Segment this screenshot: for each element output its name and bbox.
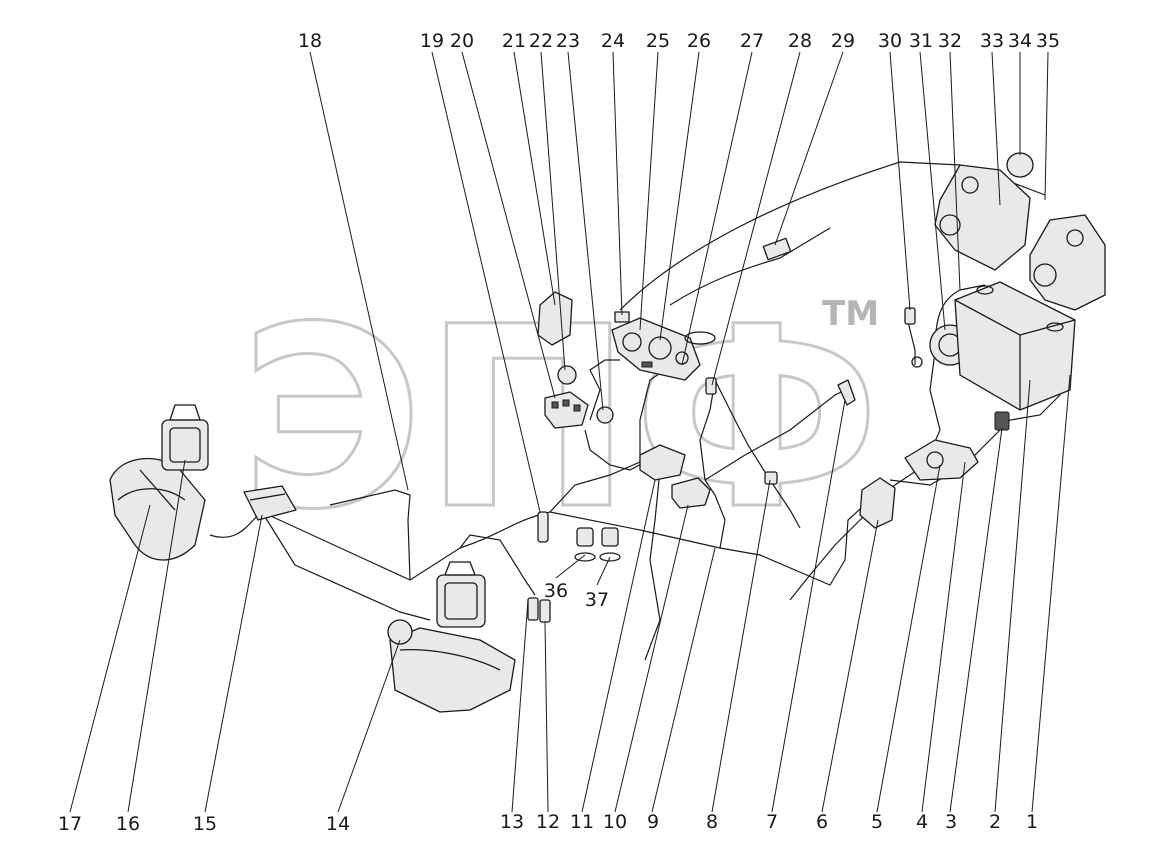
callout-24: 24 xyxy=(601,30,625,52)
instrument-panel xyxy=(611,311,701,381)
callout-19: 19 xyxy=(420,30,444,52)
switch-21 xyxy=(537,291,577,385)
callout-35: 35 xyxy=(1036,30,1060,52)
callout-22: 22 xyxy=(529,30,553,52)
connector-29 xyxy=(762,237,792,261)
callout-25: 25 xyxy=(646,30,670,52)
callout-21: 21 xyxy=(502,30,526,52)
callout-9: 9 xyxy=(647,811,659,833)
callout-18: 18 xyxy=(298,30,322,52)
callout-16: 16 xyxy=(116,813,140,835)
callout-29: 29 xyxy=(831,30,855,52)
callout-34: 34 xyxy=(1008,30,1032,52)
callout-13: 13 xyxy=(500,811,524,833)
mirror-34 xyxy=(1006,152,1034,178)
callout-6: 6 xyxy=(816,811,828,833)
sensor-8 xyxy=(764,471,778,485)
callout-labels: 1 2 3 4 5 6 7 8 9 10 11 12 13 14 15 16 1… xyxy=(58,30,1060,835)
cap-36 xyxy=(574,527,596,562)
callout-8: 8 xyxy=(706,811,718,833)
callout-3: 3 xyxy=(945,811,957,833)
sensor-19 xyxy=(537,511,549,543)
horn-6 xyxy=(859,477,896,529)
steering-column xyxy=(684,331,717,395)
callout-17: 17 xyxy=(58,813,82,835)
callout-26: 26 xyxy=(687,30,711,52)
headlamp-front-right xyxy=(387,619,516,713)
relay-3 xyxy=(994,411,1010,431)
callout-32: 32 xyxy=(938,30,962,52)
callout-27: 27 xyxy=(740,30,764,52)
callout-14: 14 xyxy=(326,813,350,835)
callout-20: 20 xyxy=(450,30,474,52)
callout-2: 2 xyxy=(989,811,1001,833)
relay-box-11 xyxy=(639,444,686,481)
callout-33: 33 xyxy=(980,30,1004,52)
callout-12: 12 xyxy=(536,811,560,833)
knob-23 xyxy=(596,406,614,424)
callout-36: 36 xyxy=(544,580,568,602)
callout-23: 23 xyxy=(556,30,580,52)
leader-lines xyxy=(69,51,1071,813)
callout-4: 4 xyxy=(916,811,928,833)
callout-37: 37 xyxy=(585,589,609,611)
watermark-trademark: TM xyxy=(822,294,879,334)
headlamp-rear-left xyxy=(934,164,1031,271)
plug-30 xyxy=(904,307,923,368)
switch-block-20 xyxy=(544,391,589,429)
cap-37 xyxy=(599,527,621,562)
callout-10: 10 xyxy=(603,811,627,833)
callout-30: 30 xyxy=(878,30,902,52)
callout-11: 11 xyxy=(570,811,594,833)
callout-1: 1 xyxy=(1026,811,1038,833)
callout-7: 7 xyxy=(766,811,778,833)
callout-15: 15 xyxy=(193,813,217,835)
components xyxy=(109,152,1106,713)
headlamp-front-left xyxy=(109,457,206,561)
headlamp-rear-right xyxy=(1029,214,1106,311)
callout-5: 5 xyxy=(871,811,883,833)
battery-2 xyxy=(954,281,1076,411)
callout-31: 31 xyxy=(909,30,933,52)
starter-5 xyxy=(904,439,979,481)
callout-28: 28 xyxy=(788,30,812,52)
fuse-box-10 xyxy=(671,477,711,509)
rear-tail-light xyxy=(243,485,297,521)
work-light-right xyxy=(436,561,486,628)
sensor-7 xyxy=(837,379,856,406)
